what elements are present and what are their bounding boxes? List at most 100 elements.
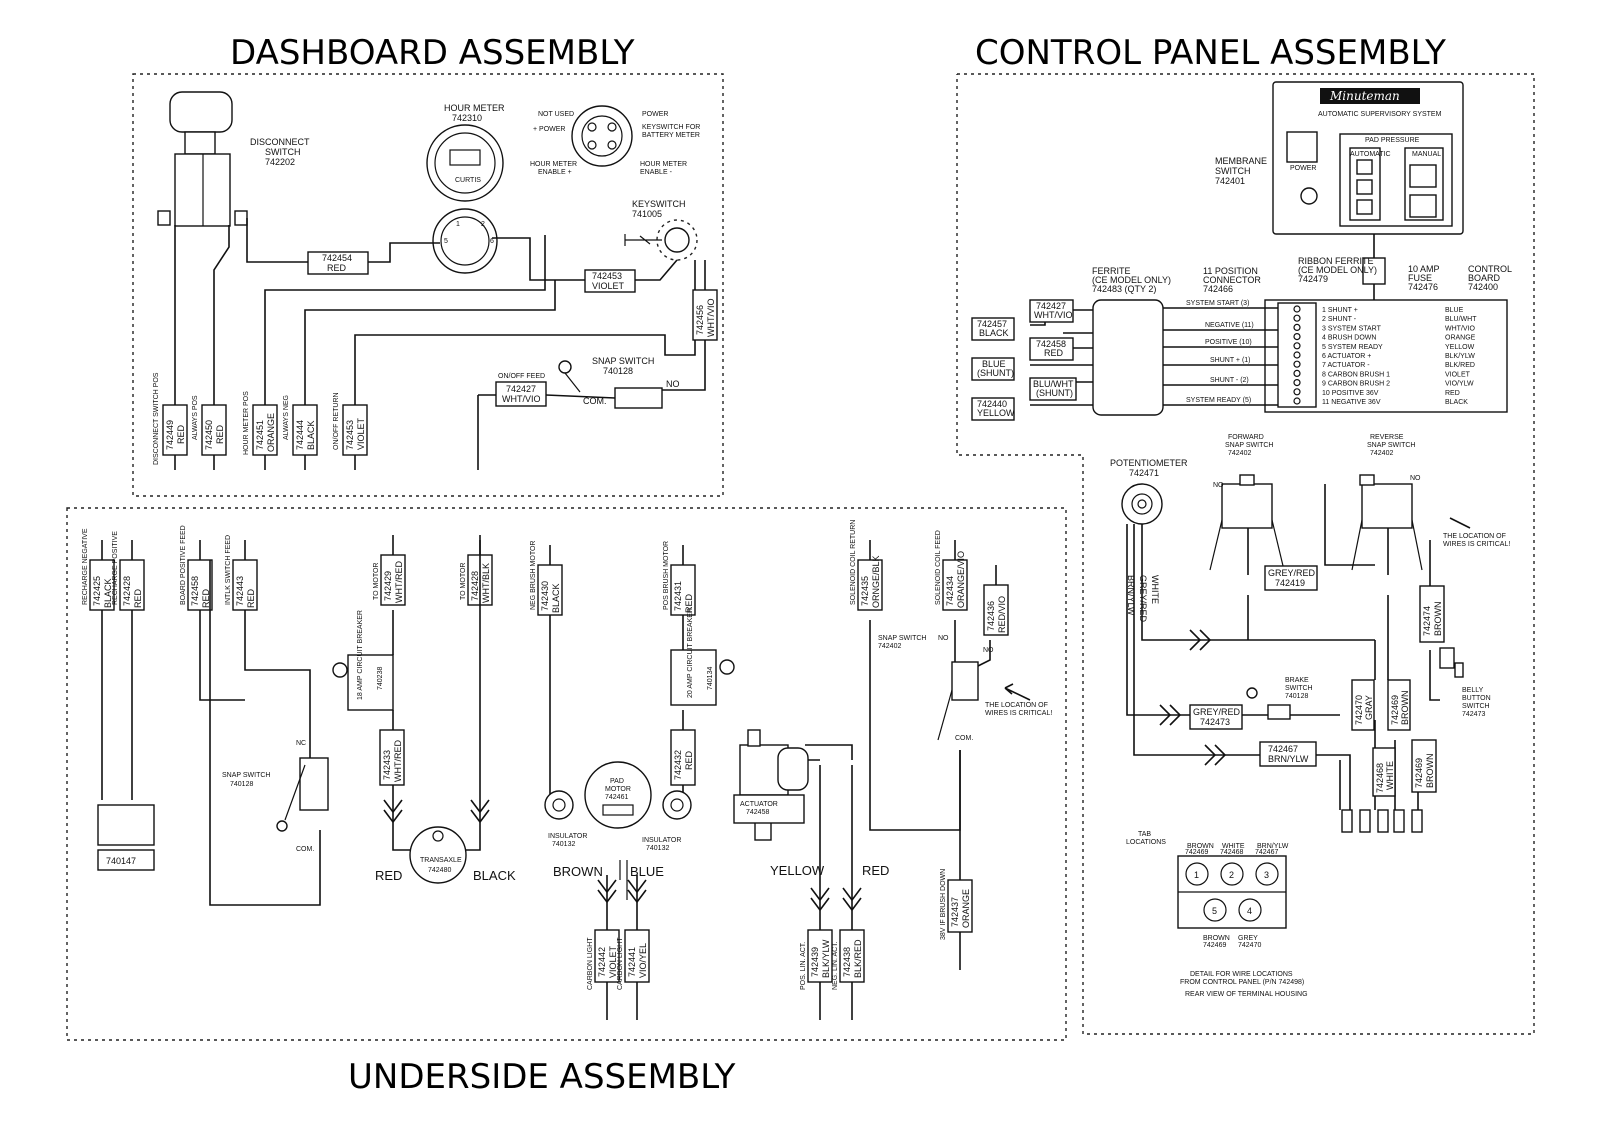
us-bottom-wire-box [624,929,650,983]
us-top-wire-box [983,584,1009,636]
membrane-label-2: SWITCH [1215,166,1251,176]
dash-wire-label: HOUR METER POS [243,391,250,455]
belly-label-2: BUTTON [1462,695,1491,702]
pin-terminal [1293,314,1301,322]
disconnect-part: 742202 [265,157,295,167]
us-top-wire-color: WHT/RED [394,561,404,603]
hour-meter [426,124,504,202]
us-top-wire-part: 742429 [383,571,393,601]
us-top-wire-box [380,554,406,606]
pin-terminal [1293,388,1301,396]
tab-circle [1203,898,1227,922]
signal-label: NEGATIVE (11) [1205,322,1254,329]
actuator-red: RED [862,863,889,878]
arrows [383,629,1227,912]
pin-terminal [1293,369,1301,377]
tab-circle [1238,898,1262,922]
us-no-2: NO [983,647,994,654]
wire-742456-color: WHT/VIO [706,299,716,338]
pin-color: RED [1445,390,1460,397]
cp-wire-color: (SHUNT) [1036,388,1073,398]
actuator-part: 742458 [746,809,769,816]
on-off-feed: ON/OFF FEED [498,373,545,380]
wire-742454 [307,251,369,275]
us-top-wire-part: 742425 [92,576,102,606]
tab-num: 3 [1264,870,1269,880]
pad-motor-label-2: MOTOR [605,786,631,793]
us-bottom-wire-label: POS. LIN. ACT. [800,942,807,990]
cp-wire-part: BLUE [982,359,1006,369]
tab-color: BRN/YLW [1257,843,1289,850]
hm-enable-minus-2: ENABLE - [640,169,673,176]
cp-wire-742419 [1264,565,1318,591]
actuator-label: ACTUATOR [740,801,778,808]
grey-red-1-part: 742419 [1275,578,1305,588]
belly-button-switch [1439,647,1464,678]
us-742432c: RED [684,750,694,770]
cp-wire-part: 742458 [1036,339,1066,349]
wire-742453-part: 742453 [592,271,622,281]
us-top-wire-color: ORANGE/VIO [956,551,966,608]
reverse-snap-switch [1351,474,1423,571]
us-snap-switch-2: SNAP SWITCH [878,635,927,642]
w742474c: BROWN [1433,602,1443,637]
board-part: 742400 [1468,282,1498,292]
us-top-wire-part: 742434 [945,576,955,606]
forward-label: FORWARD [1228,434,1264,441]
signal-label: SHUNT + (1) [1210,357,1251,364]
tab-num: 4 [1247,906,1252,916]
tab-part: 742468 [1220,849,1243,856]
w742469: 742469 [1390,695,1400,725]
cp-wire-part: 742427 [1036,301,1066,311]
pin-terminal [1293,351,1301,359]
detail-note-2: FROM CONTROL PANEL (P/N 742498) [1180,979,1304,986]
cp-wire-742469b [1411,739,1437,793]
us-top-wire-color: RED/VIO [997,596,1007,633]
ribbon-label-2: (CE MODEL ONLY) [1298,265,1377,275]
reverse-label: REVERSE [1370,434,1404,441]
cp-wire-color: BLACK [979,328,1009,338]
fuse-part: 742476 [1408,282,1438,292]
automatic-label: AUTOMATIC [1350,151,1391,158]
svg-text:5: 5 [444,238,448,245]
dashboard-title: DASHBOARD ASSEMBLY [230,33,635,73]
cp-note-arrow [1449,517,1471,529]
tab-detail: BROWN7424691WHITE7424682BRN/YLW74246735B… [1177,843,1289,949]
wire-742427 [495,381,547,407]
dash-wire-part: 742450 [204,420,214,450]
us-snap-switch-2-part: 742402 [878,643,901,650]
circuit-breaker-1 [332,654,394,711]
control-panel-title: CONTROL PANEL ASSEMBLY [975,33,1446,73]
us-top-wire-part: 742435 [860,576,870,606]
us-top-wire-color: RED [201,588,211,608]
membrane-panel: Minuteman AUTOMATIC SUPERVISORY SYSTEM P… [1272,81,1464,235]
hm-enable-plus-1: HOUR METER [530,161,577,168]
us-742432: 742432 [673,750,683,780]
signal-label: SYSTEM START (3) [1186,300,1249,307]
w742468: 742468 [1375,763,1385,793]
us-bottom-wire-color: VIO/YEL [638,943,648,978]
underside-snap-switch-2 [937,661,979,741]
reverse-part: 742402 [1370,450,1393,457]
motor-divider [619,860,628,900]
hm-enable-plus-2: ENABLE + [538,169,572,176]
hour-meter-brand: CURTIS [455,177,481,184]
wire-742453-color: VIOLET [592,281,625,291]
cp-wire-742473 [1189,704,1243,730]
us-top-wire-part: 742431 [673,581,683,611]
plus-power-label: + POWER [533,126,565,133]
forward-snap-switch [1209,474,1285,571]
potentiometer [1121,483,1163,525]
tab-locations: TAB [1138,831,1151,838]
wire-742456 [692,289,718,341]
membrane-label: MEMBRANE [1215,156,1267,166]
breaker-1-part: 740238 [377,667,384,690]
us-bottom-wire-box [947,879,973,933]
connector-label: 11 POSITION [1203,266,1258,276]
terminal-tabs [1341,809,1423,833]
us-top-wire-box [232,559,258,611]
us-top-wire-part: 742443 [235,576,245,606]
brake-label-2: SWITCH [1285,685,1313,692]
